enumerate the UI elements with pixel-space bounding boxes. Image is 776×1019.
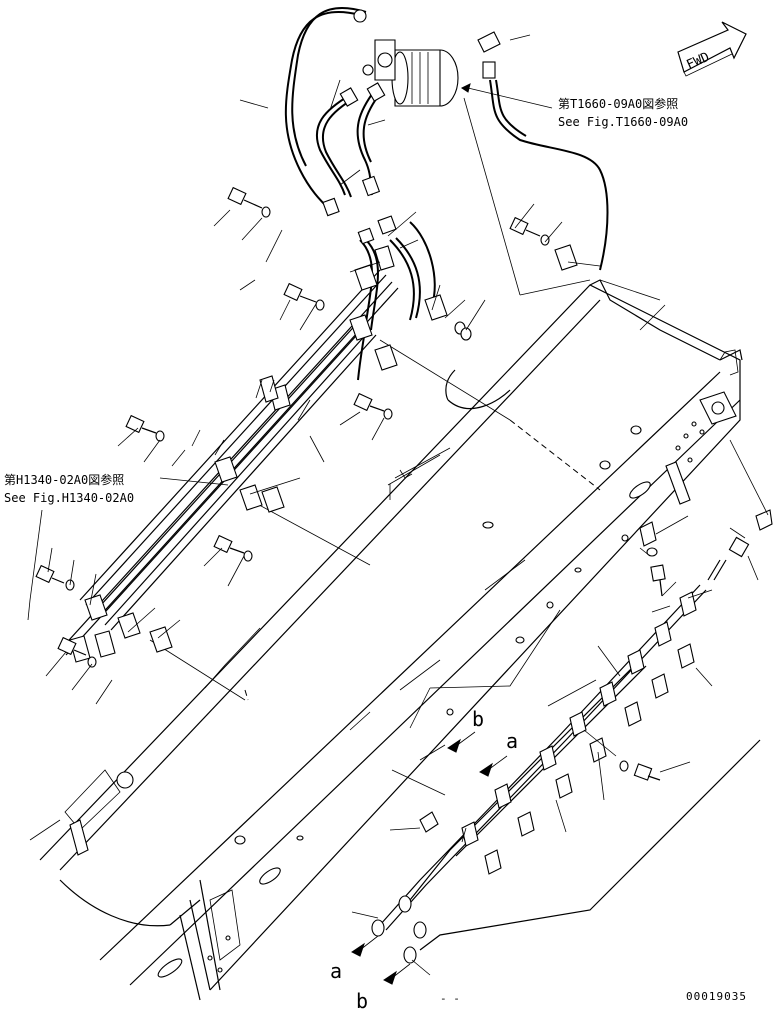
view-arrows [351, 83, 553, 985]
fwd-arrow-icon: FWD [677, 21, 747, 77]
reference-callout-1: 第T1660-09A0図参照 See Fig.T1660-09A0 [558, 96, 688, 129]
view-marker-a-1: a [506, 729, 518, 753]
reference-en-1: See Fig.T1660-09A0 [558, 115, 688, 129]
view-marker-b-1: b [472, 707, 484, 731]
fwd-label: FWD [684, 50, 712, 73]
grease-line [371, 439, 773, 964]
reference-jp-1: 第T1660-09A0図参照 [558, 96, 678, 111]
track-frame [39, 279, 743, 1001]
bolt-icon [57, 636, 97, 668]
reference-jp-2: 第H1340-02A0図参照 [4, 472, 124, 487]
reference-callout-2: 第H1340-02A0図参照 See Fig.H1340-02A0 [4, 472, 134, 505]
bolt-icon [509, 216, 550, 246]
bolt-icon [227, 186, 271, 218]
bolt-icon [125, 414, 165, 442]
bolt-icon [646, 547, 666, 597]
view-marker-b-2: b [356, 989, 368, 1013]
bolt-icon [35, 564, 75, 591]
reference-en-2: See Fig.H1340-02A0 [4, 491, 134, 505]
travel-motor [362, 39, 459, 107]
bolt-icon [213, 534, 253, 562]
bolt-icon [353, 392, 393, 420]
grease-clips [446, 521, 697, 875]
leader-lines [27, 34, 759, 976]
bolt-icon [283, 282, 325, 311]
bolt-icon [619, 760, 661, 781]
tube-lines [59, 269, 601, 701]
bolts-washers [35, 186, 666, 781]
footer-mark: - - [440, 992, 460, 1005]
rear-bracket [69, 391, 737, 856]
view-marker-a-2: a [330, 959, 342, 983]
return-hose [463, 31, 609, 296]
drawing-number: 00019035 [686, 990, 747, 1003]
